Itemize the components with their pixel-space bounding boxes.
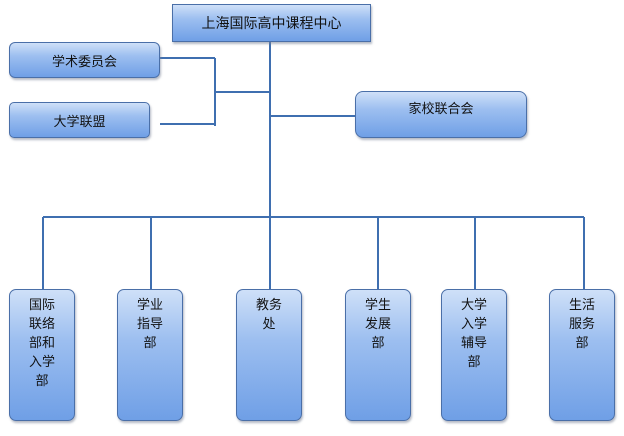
department-node: 国际 联络 部和 入学 部 bbox=[9, 289, 75, 421]
parent-school-council-label: 家校联合会 bbox=[408, 102, 474, 117]
department-line: 部 bbox=[467, 355, 481, 370]
department-line: 辅导 bbox=[460, 336, 487, 351]
department-line: 发展 bbox=[364, 317, 391, 332]
department-line: 服务 bbox=[568, 317, 595, 332]
department-line: 入学 bbox=[28, 355, 55, 370]
academic-committee-label: 学术委员会 bbox=[51, 54, 117, 70]
department-node: 学生 发展 部 bbox=[345, 289, 411, 421]
top-node: 上海国际高中课程中心 bbox=[172, 4, 371, 42]
department-line: 教务 bbox=[255, 298, 282, 313]
department-line: 指导 bbox=[136, 317, 163, 332]
parent-school-council-node: 家校联合会 bbox=[355, 91, 527, 138]
department-line: 入学 bbox=[460, 317, 487, 332]
department-line: 生活 bbox=[568, 298, 595, 313]
department-line: 部和 bbox=[28, 336, 55, 351]
department-line: 处 bbox=[262, 317, 276, 332]
department-node: 生活 服务 部 bbox=[549, 289, 615, 421]
department-line: 部 bbox=[35, 374, 49, 389]
department-line: 国际 bbox=[28, 298, 55, 313]
department-node: 大学 入学 辅导 部 bbox=[441, 289, 507, 421]
department-line: 大学 bbox=[460, 298, 487, 313]
department-line: 部 bbox=[575, 336, 589, 351]
department-line: 部 bbox=[143, 336, 157, 351]
university-alliance-node: 大学联盟 bbox=[9, 102, 150, 138]
department-node: 学业 指导 部 bbox=[117, 289, 183, 421]
department-node: 教务 处 bbox=[236, 289, 302, 421]
department-line: 联络 bbox=[28, 317, 55, 332]
university-alliance-label: 大学联盟 bbox=[53, 114, 106, 130]
top-node-label: 上海国际高中课程中心 bbox=[201, 16, 342, 32]
department-line: 学生 bbox=[364, 298, 391, 313]
academic-committee-node: 学术委员会 bbox=[9, 42, 160, 78]
department-line: 部 bbox=[371, 336, 385, 351]
department-line: 学业 bbox=[136, 298, 163, 313]
